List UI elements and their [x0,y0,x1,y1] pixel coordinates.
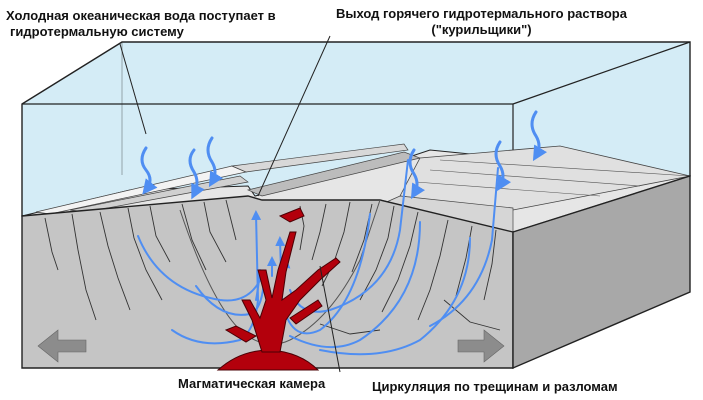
wavy-down-arrow-icon [188,148,205,200]
circulation-label: Циркуляция по трещинам и разломам [372,379,618,394]
left-arrow-icon [37,329,87,363]
cold-water-label-line1: Холодная океаническая вода поступает в [6,8,276,23]
cold-water-label: Холодная океаническая вода поступает в г… [6,8,276,40]
downflow-arrows [140,110,548,200]
magma-chamber-label: Магматическая камера [178,376,326,391]
leader-lines [119,35,341,373]
seafloor-top-surface [21,143,691,233]
wavy-down-arrow-icon [530,110,548,162]
wavy-down-arrow-icon [494,140,512,192]
hydrothermal-vent-label: Выход горячего гидротермального раствора… [336,6,627,38]
magma-chamber [216,207,341,371]
wavy-down-arrow-icon [140,146,158,195]
vent-label-line2: ("курильщики") [431,22,532,37]
spreading-arrows-icon [37,329,505,363]
right-arrow-icon [457,329,505,363]
cold-water-label-line2: гидротермальную систему [10,24,184,39]
vent-label-line1: Выход горячего гидротермального раствора [336,6,627,21]
wavy-down-arrow-icon [206,136,224,188]
wavy-down-arrow-icon [408,148,426,200]
